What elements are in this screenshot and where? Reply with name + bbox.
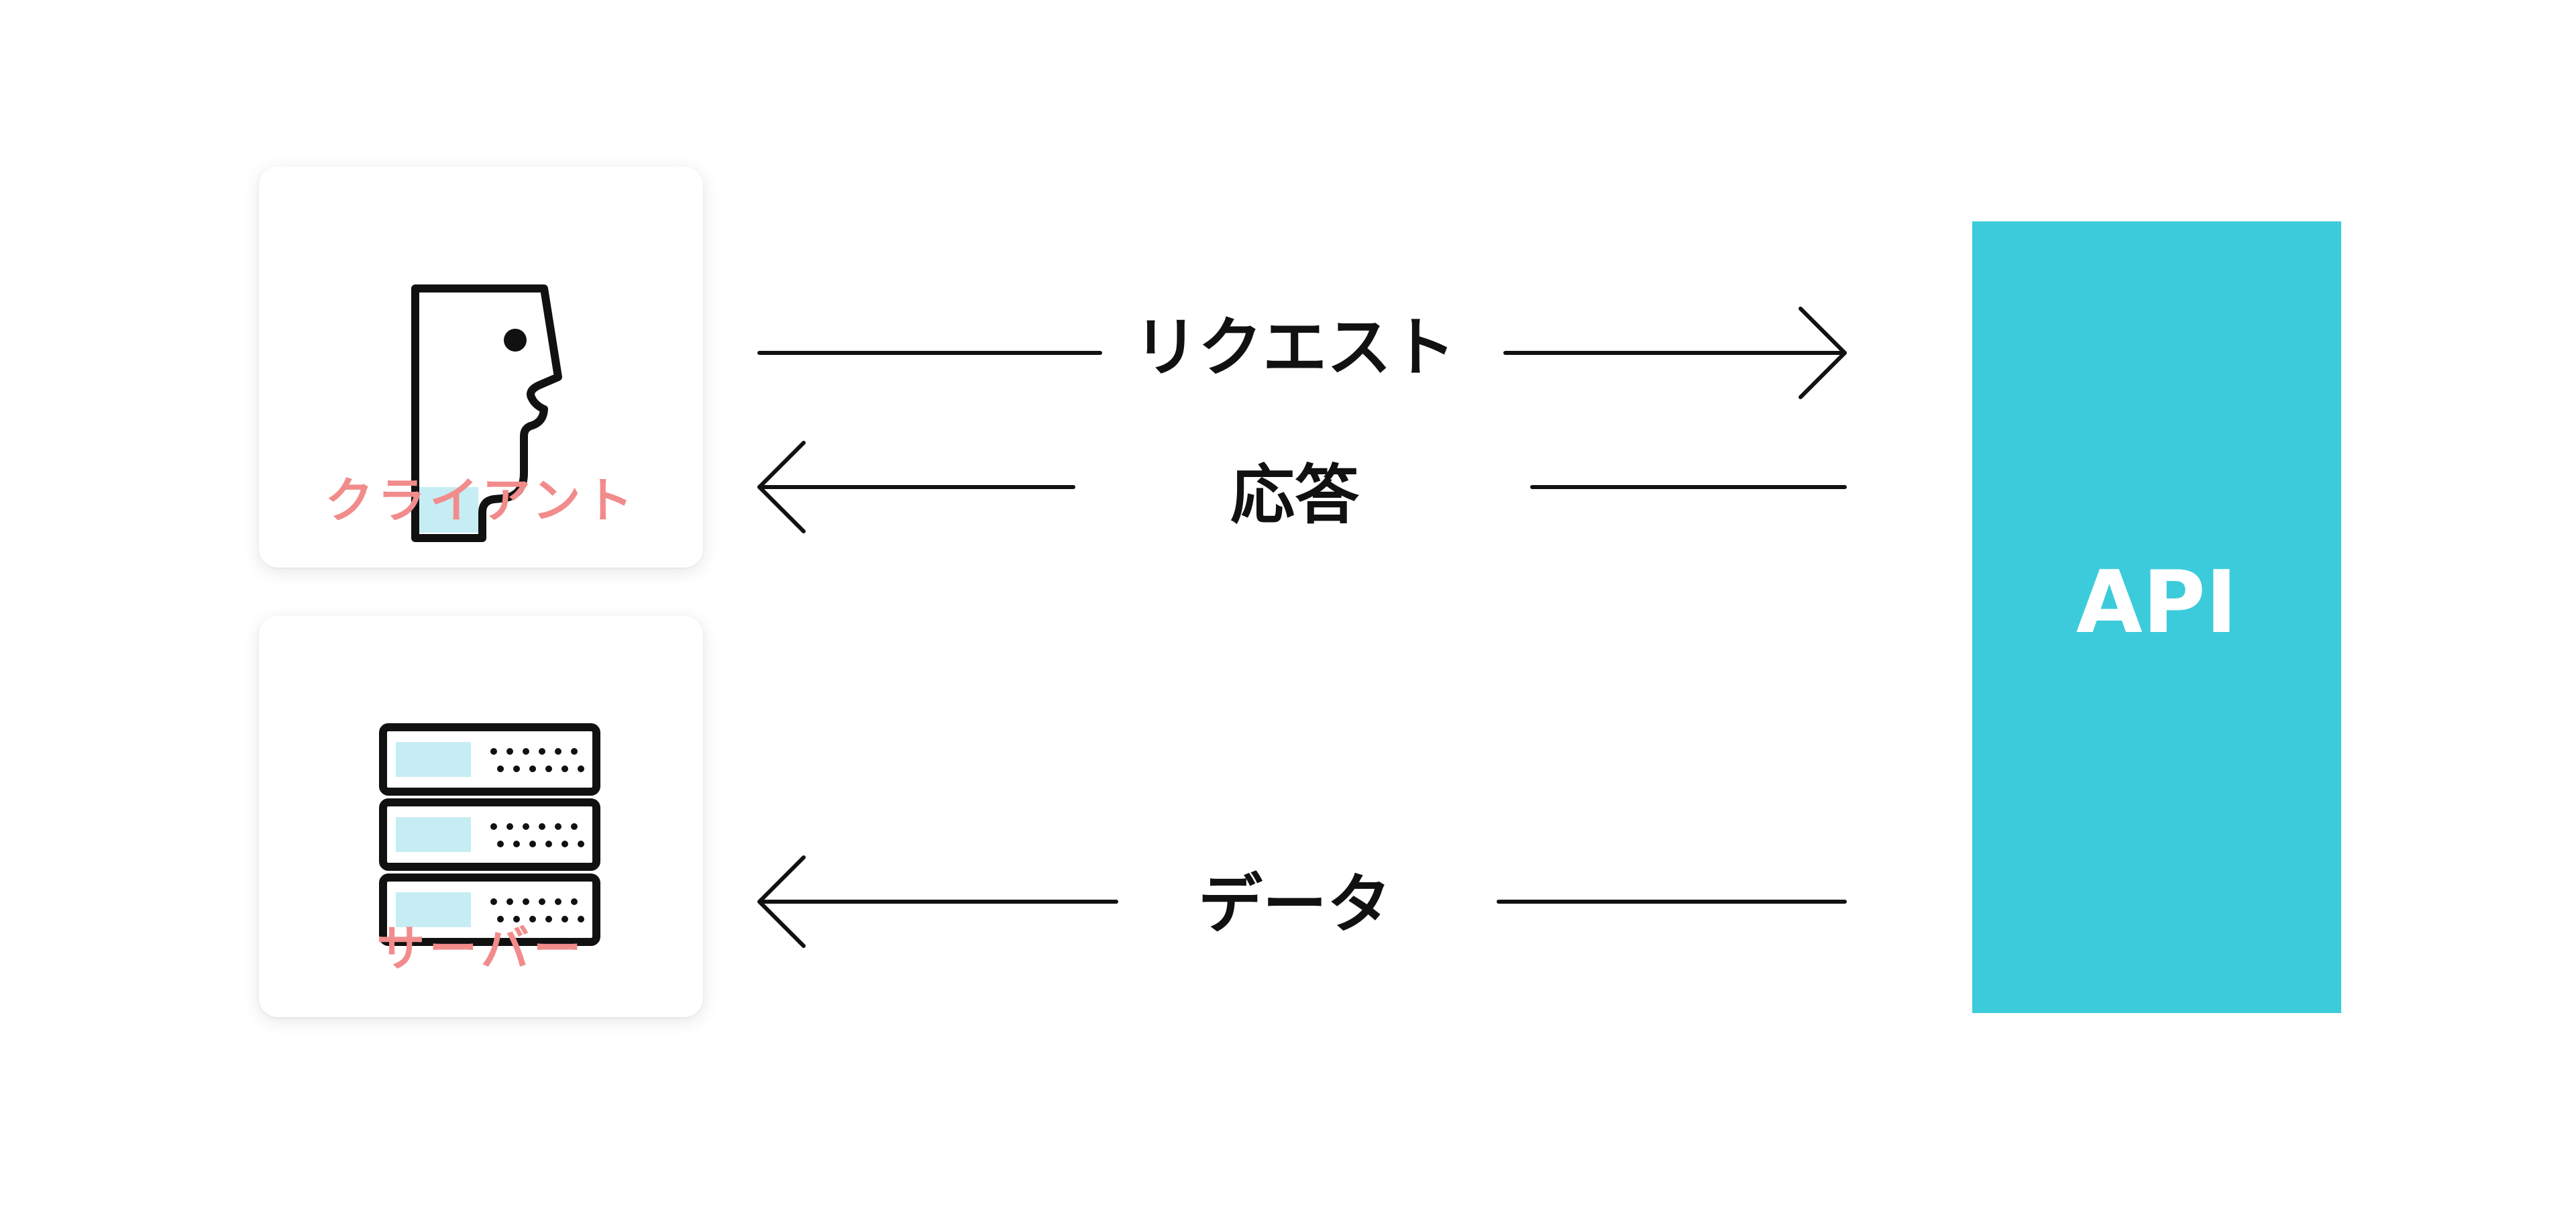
data-label: データ	[1198, 867, 1391, 942]
client-icon-fill	[419, 487, 478, 533]
server-unit-led	[513, 765, 520, 772]
server-unit-led	[561, 765, 568, 772]
server-unit-led	[506, 748, 513, 755]
server-unit-led	[545, 916, 552, 922]
api-box: API	[1972, 221, 2341, 1013]
server-unit-led	[555, 898, 561, 905]
server-unit-led	[497, 916, 504, 922]
server-unit-led	[561, 841, 568, 847]
client-eye	[504, 329, 527, 352]
server-unit-led	[490, 748, 497, 755]
person-head-icon	[411, 284, 562, 542]
server-unit-led	[571, 748, 578, 755]
server-unit-led	[529, 765, 536, 772]
server-unit-led	[513, 841, 520, 847]
data-arrowhead	[757, 855, 806, 948]
server-unit-led	[513, 916, 520, 922]
server-unit-led	[539, 823, 545, 830]
server-unit-led	[497, 765, 504, 772]
server-rack-icon	[379, 723, 600, 946]
server-unit-led	[545, 765, 552, 772]
server-unit-led	[523, 898, 529, 905]
server-unit	[379, 723, 600, 796]
server-unit-led	[571, 823, 578, 830]
server-unit-led	[506, 898, 513, 905]
server-unit-led	[578, 841, 584, 847]
server-unit-led	[571, 898, 578, 905]
server-unit-led	[523, 823, 529, 830]
server-unit-panel	[396, 892, 471, 927]
server-unit-panel	[396, 742, 471, 777]
client-card: クライアント	[259, 166, 703, 568]
server-unit-led	[561, 916, 568, 922]
server-label: サーバー	[376, 920, 586, 977]
server-unit-frame	[379, 874, 600, 946]
server-unit-led	[529, 841, 536, 847]
server-unit-frame	[379, 723, 600, 796]
api-label: API	[2076, 553, 2238, 653]
server-card: サーバー	[259, 616, 703, 1017]
server-unit-led	[490, 823, 497, 830]
server-unit-led	[578, 765, 584, 772]
server-unit-led	[506, 823, 513, 830]
server-unit-led	[578, 916, 584, 922]
server-unit-led	[539, 748, 545, 755]
client-head-outline	[411, 284, 562, 542]
server-unit-led	[497, 841, 504, 847]
server-unit	[379, 874, 600, 946]
request-label: リクエスト	[1134, 310, 1456, 385]
server-unit-led	[545, 841, 552, 847]
server-unit	[379, 798, 600, 871]
server-unit-led	[490, 898, 497, 905]
server-unit-led	[555, 823, 561, 830]
server-unit-led	[539, 898, 545, 905]
response-arrowhead	[757, 441, 806, 533]
server-unit-led	[529, 916, 536, 922]
server-unit-led	[523, 748, 529, 755]
server-unit-panel	[396, 817, 471, 852]
server-unit-frame	[379, 798, 600, 871]
request-arrowhead	[1799, 307, 1847, 399]
client-label: クライアント	[325, 472, 637, 529]
server-unit-led	[555, 748, 561, 755]
response-label: 応答	[1230, 458, 1359, 533]
